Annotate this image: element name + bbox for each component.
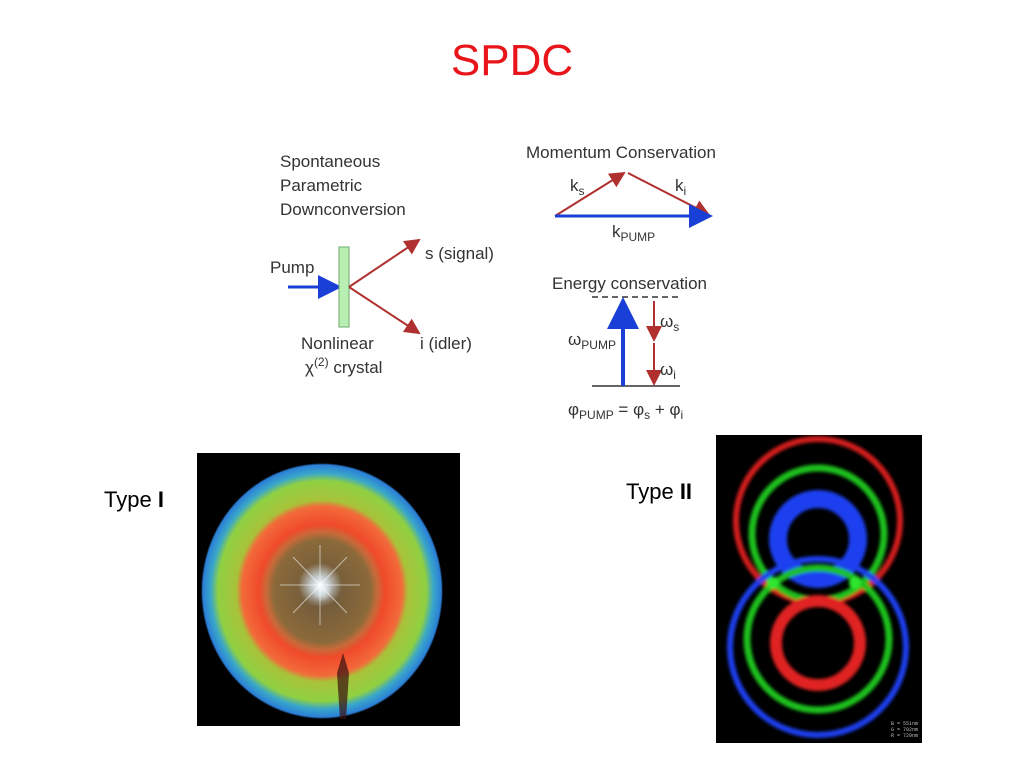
type-ii-ring-svg [727, 436, 909, 738]
lower-green-ring [743, 564, 893, 714]
type-i-star-rays [280, 545, 360, 625]
spdc-diagram-svg: Spontaneous Parametric Downconversion Pu… [270, 143, 716, 422]
type-i-ring-image [197, 453, 460, 726]
ki-vector [627, 172, 710, 215]
momentum-heading: Momentum Conservation [526, 143, 716, 162]
idler-arrow [348, 286, 421, 335]
spdc-heading-line3: Downconversion [280, 200, 406, 219]
idler-label: i (idler) [420, 334, 472, 353]
lower-red-ring [770, 595, 866, 691]
crystal-label-line1: Nonlinear [301, 334, 374, 353]
phase-equation: φPUMP = φs + φi [568, 400, 683, 422]
type-ii-label: Type II [626, 479, 693, 504]
spdc-heading-line1: Spontaneous [280, 152, 380, 171]
ki-label: ki [675, 176, 686, 198]
ws-label: ωs [660, 312, 679, 334]
spdc-diagram: Spontaneous Parametric Downconversion Pu… [255, 135, 765, 435]
type-ii-ring-image: B = 551nm G = 702nm R = 729nm [716, 435, 922, 743]
type-i-shadow [337, 653, 349, 719]
crystal-label-line2: χ(2) crystal [305, 355, 382, 377]
right-intersection-spot [849, 577, 861, 589]
type-i-ring-svg [201, 463, 443, 719]
wpump-label: ωPUMP [568, 330, 616, 352]
kpump-label: kPUMP [612, 222, 655, 244]
signal-arrow [348, 238, 421, 288]
ks-label: ks [570, 176, 585, 198]
spdc-heading-line2: Parametric [280, 176, 363, 195]
wavelength-legend: B = 551nm G = 702nm R = 729nm [890, 721, 918, 739]
lower-blue-ring [727, 556, 909, 738]
upper-blue-ring [769, 490, 867, 588]
type-i-label: Type I [104, 487, 164, 512]
pump-label: Pump [270, 258, 314, 277]
wi-label: ωi [660, 360, 676, 382]
ks-vector [554, 171, 626, 217]
left-intersection-spot [767, 577, 779, 589]
signal-label: s (signal) [425, 244, 494, 263]
energy-heading: Energy conservation [552, 274, 707, 293]
slide-title: SPDC [450, 36, 574, 85]
nonlinear-crystal [338, 246, 350, 328]
